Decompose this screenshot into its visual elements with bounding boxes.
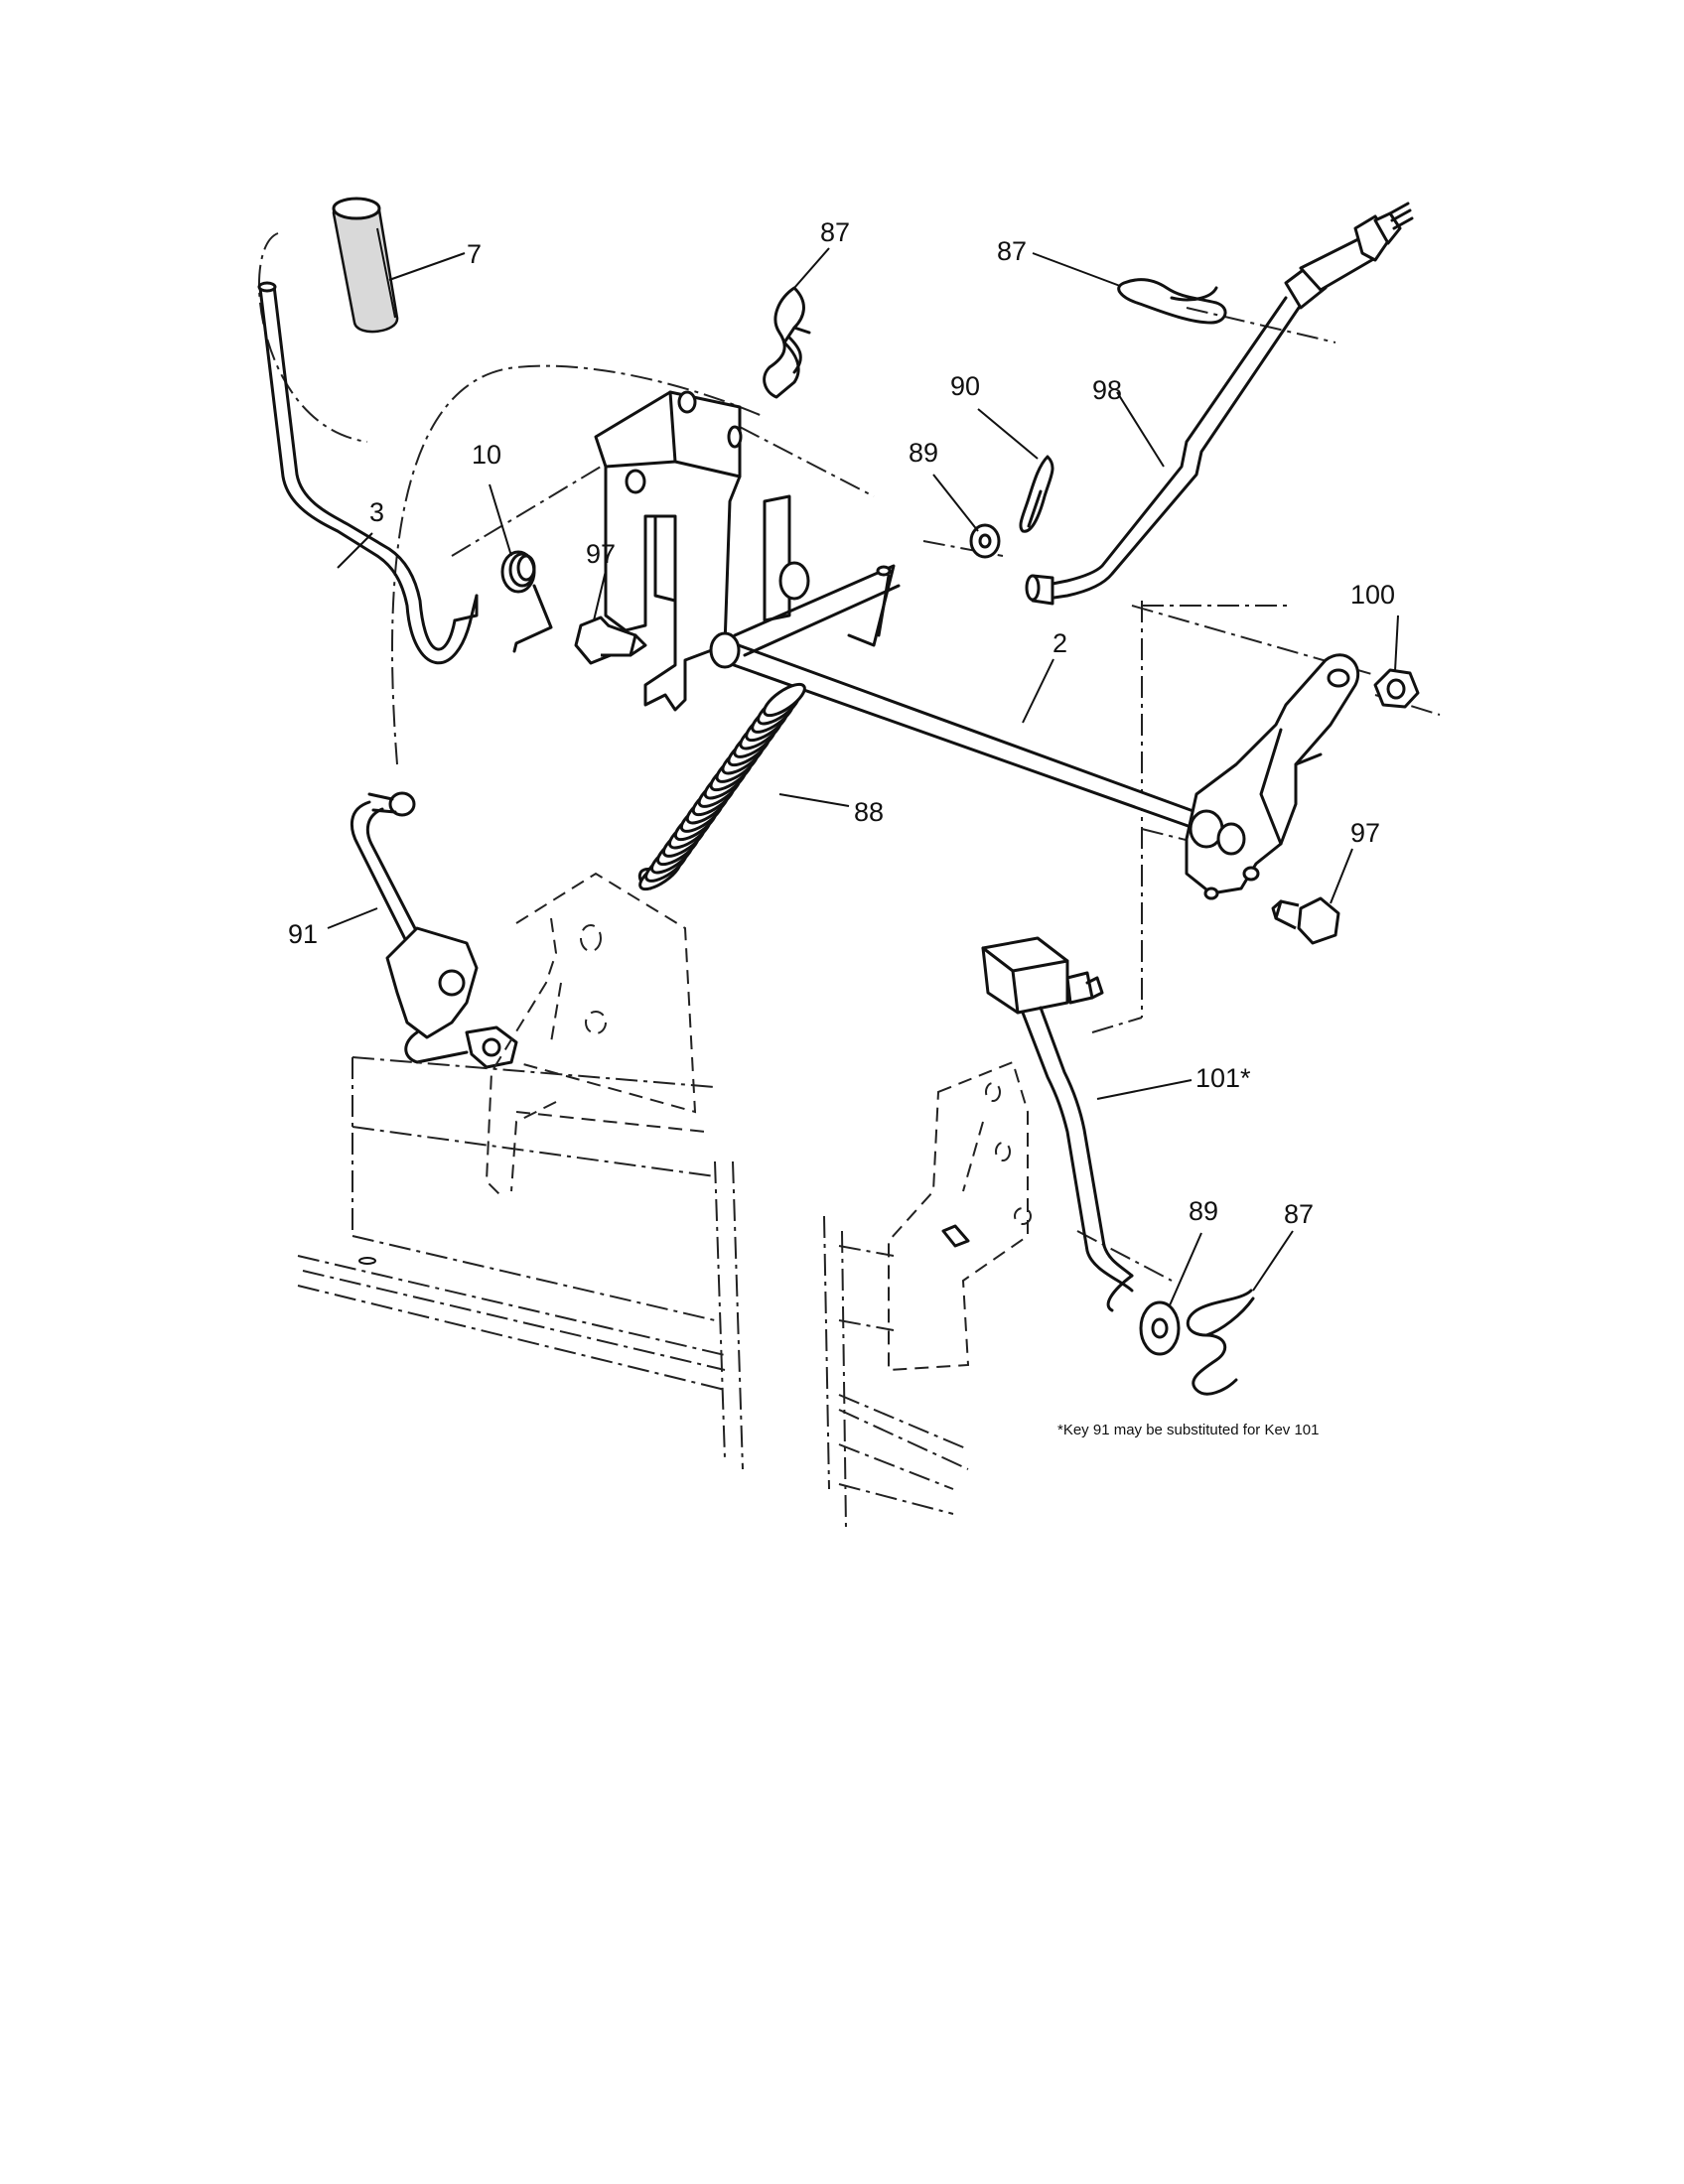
- part-87-clip-top: [763, 286, 811, 399]
- part-87-clip-right: [1117, 278, 1227, 325]
- part-97-bolt-lower: [1271, 896, 1340, 945]
- part-100-nut: [1373, 668, 1420, 709]
- part-87-clip-bottom: [1186, 1289, 1255, 1396]
- part-89-washer-upper: [969, 523, 1001, 559]
- footnote: *Key 91 may be substituted for Kev 101: [1057, 1422, 1320, 1438]
- callout-87-right: 87: [997, 236, 1027, 266]
- part-7-grip: [332, 197, 399, 334]
- part-3-lift-handle: [257, 281, 479, 664]
- spring-coil: [763, 682, 806, 718]
- callout-89-lower: 89: [1189, 1196, 1218, 1226]
- callout-labels: 7 87 87 87 90 98 89 89 10 97 97 3 2 100 …: [288, 217, 1395, 1229]
- leader-lines: [327, 247, 1399, 1306]
- part-97-bolt-upper: [574, 615, 647, 665]
- callout-87-bottom: 87: [1284, 1199, 1314, 1229]
- part-2-lift-shaft: [709, 494, 1360, 900]
- right-deck-housing: [823, 1215, 969, 1530]
- callout-3: 3: [369, 497, 384, 527]
- callout-91: 91: [288, 919, 318, 949]
- callout-101: 101*: [1195, 1063, 1251, 1093]
- callout-97-lower: 97: [1350, 818, 1380, 848]
- callout-2: 2: [1052, 628, 1067, 658]
- left-deck-plate: [485, 872, 697, 1197]
- callout-100: 100: [1350, 580, 1395, 610]
- part-98-rod: [1025, 202, 1414, 606]
- part-91-lift-link: [350, 791, 518, 1069]
- callout-98: 98: [1092, 375, 1122, 405]
- main-bracket: [594, 390, 743, 712]
- callout-89-upper: 89: [909, 438, 938, 468]
- right-deck-plate: [888, 1060, 1032, 1372]
- callout-87-top: 87: [820, 217, 850, 247]
- part-90-cotter-pin: [1019, 455, 1054, 533]
- callout-10: 10: [472, 440, 501, 470]
- callout-90: 90: [950, 371, 980, 401]
- part-88-extension-spring: [637, 682, 806, 891]
- callout-7: 7: [467, 239, 482, 269]
- part-10-torsion-spring: [500, 550, 553, 653]
- left-deck-housing: [297, 1056, 744, 1470]
- part-101-lift-link: [981, 936, 1134, 1312]
- callout-97-upper: 97: [586, 539, 616, 569]
- callout-88: 88: [854, 797, 884, 827]
- part-89-washer-lower: [1139, 1300, 1181, 1356]
